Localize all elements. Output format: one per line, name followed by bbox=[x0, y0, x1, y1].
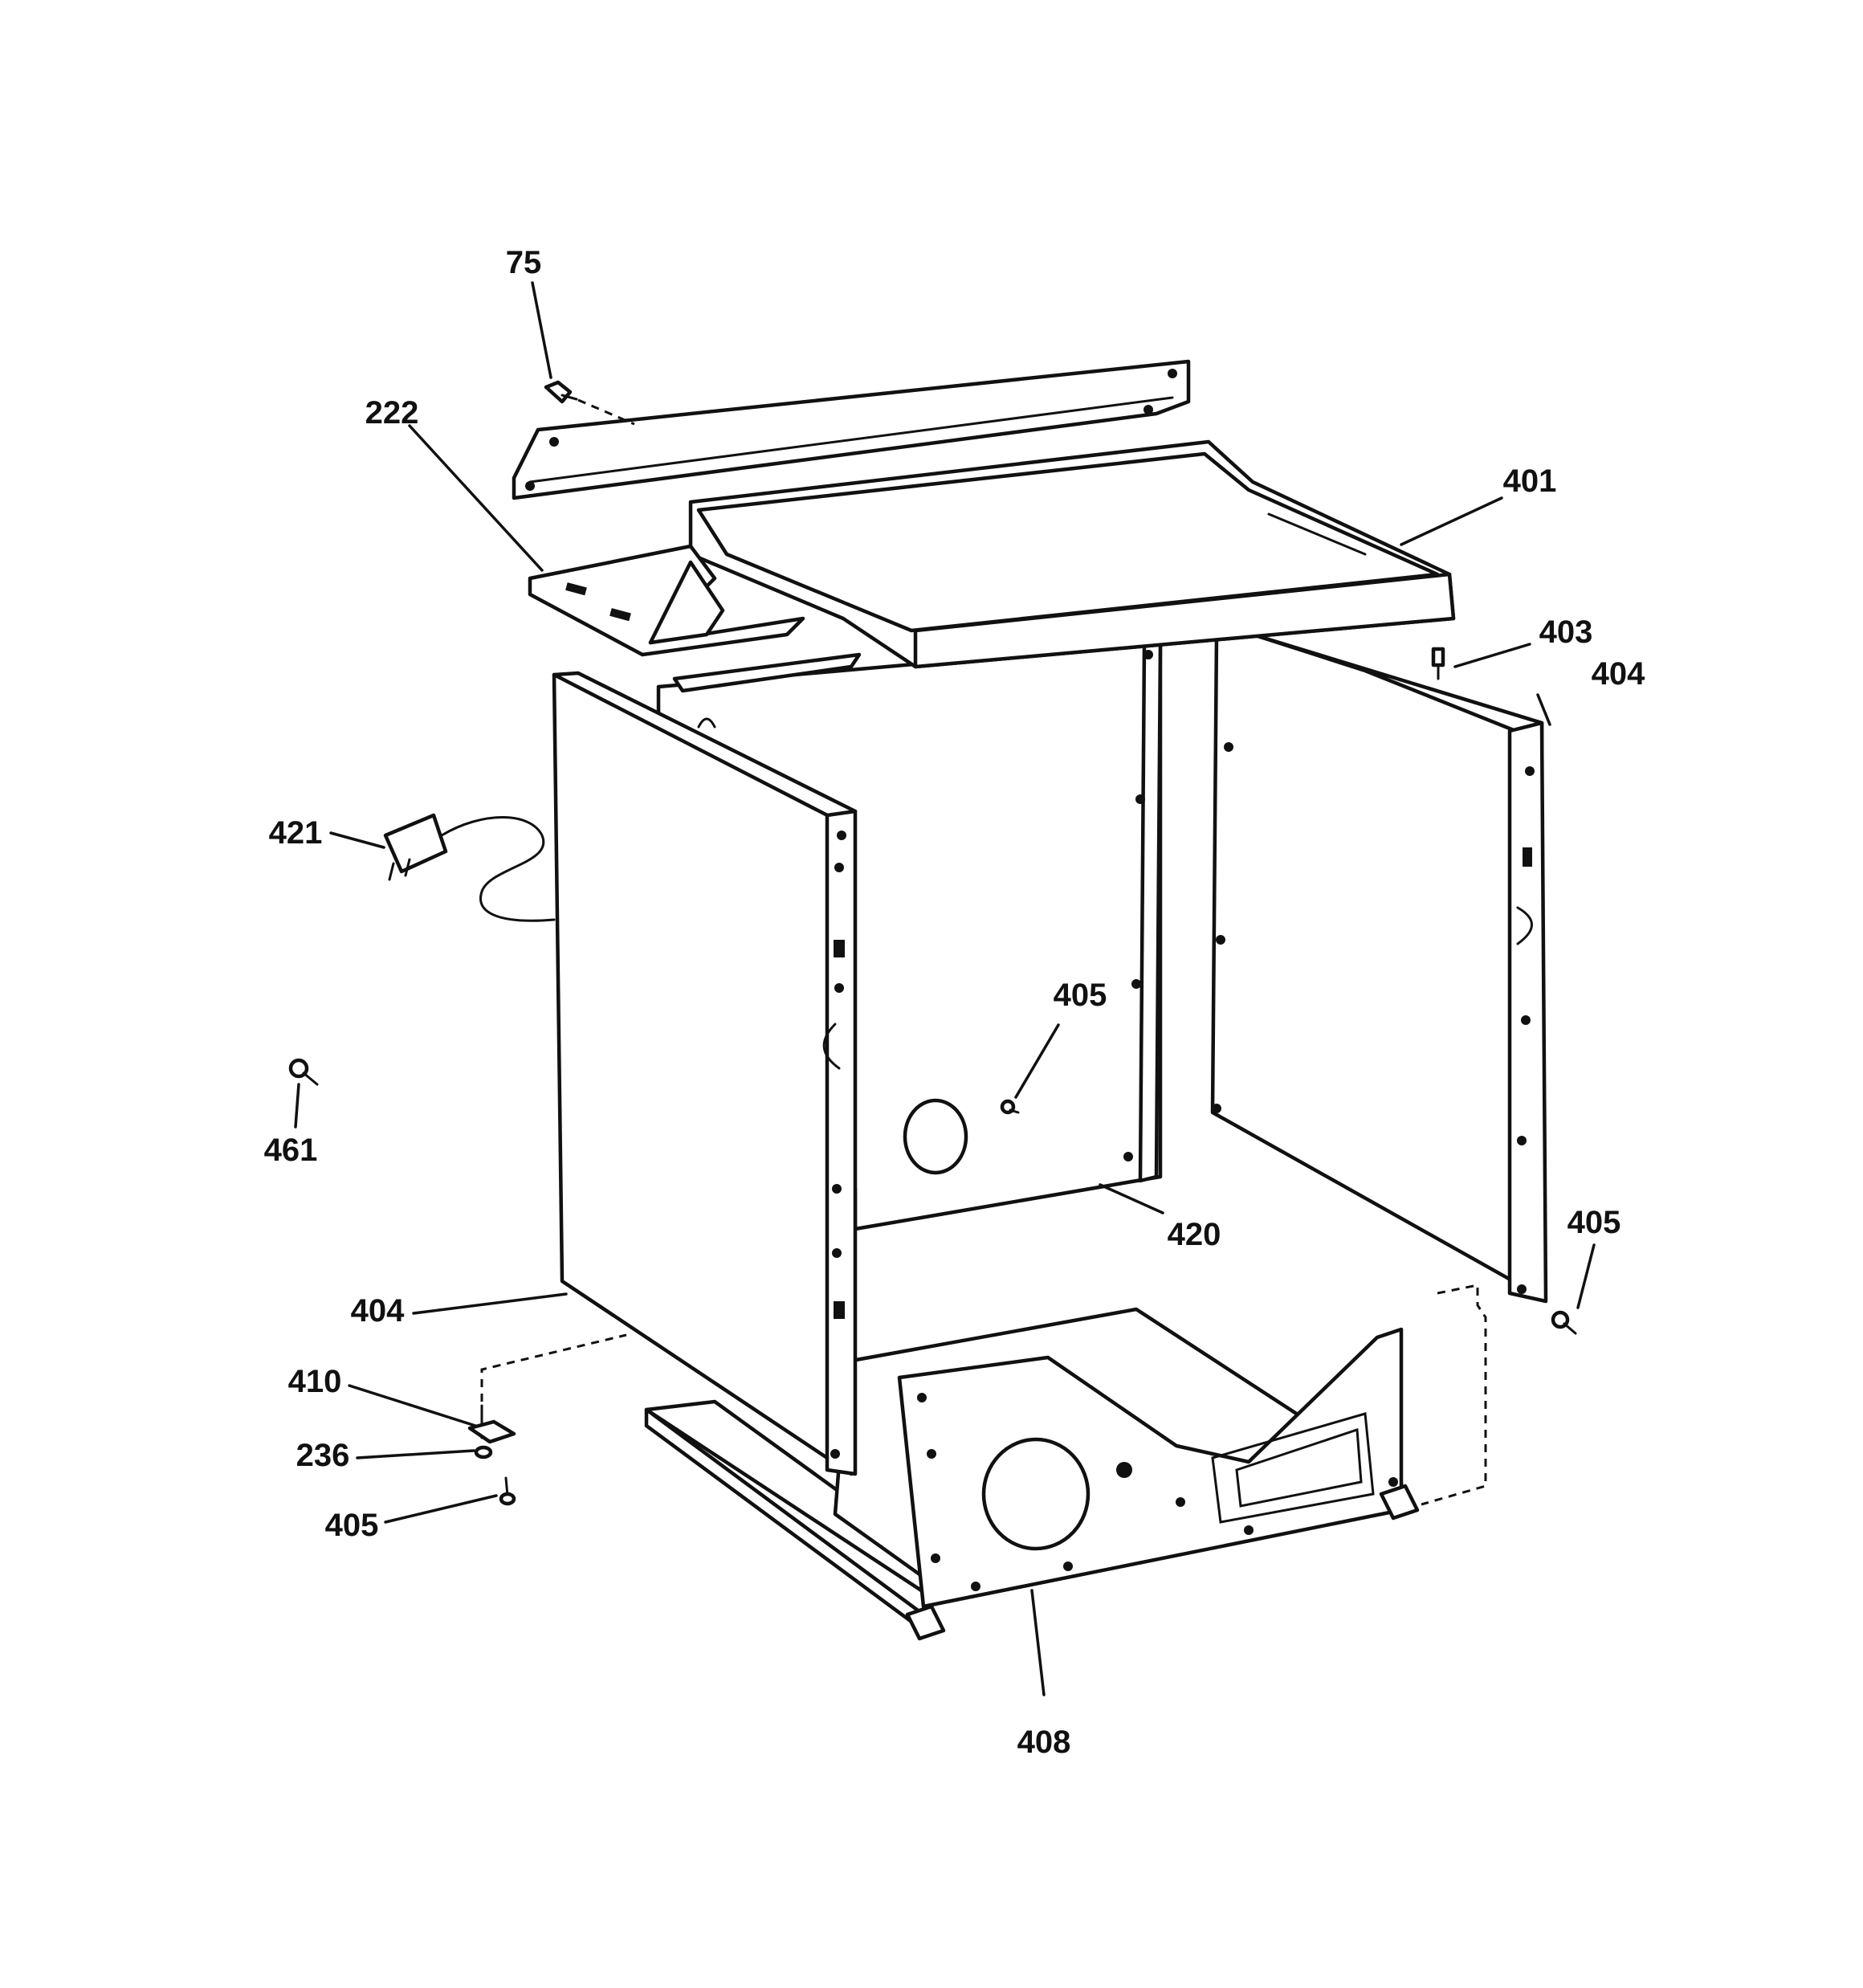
callout-405-left: 405 bbox=[325, 1508, 379, 1543]
dashed-line-right-leg bbox=[1421, 1284, 1487, 1506]
callout-408: 408 bbox=[1017, 1725, 1071, 1760]
callout-461: 461 bbox=[264, 1133, 318, 1168]
dashed-line-75 bbox=[577, 398, 635, 426]
leader-lines bbox=[294, 281, 1596, 1696]
callout-403: 403 bbox=[1539, 614, 1593, 650]
callout-405-center: 405 bbox=[1054, 978, 1107, 1013]
washer-236 bbox=[474, 1445, 493, 1459]
power-cord-421 bbox=[383, 813, 556, 922]
callout-222: 222 bbox=[365, 395, 419, 431]
leveling-leg-410 bbox=[467, 1404, 516, 1444]
top-panel-401 bbox=[688, 439, 1456, 669]
top-rear-strip bbox=[512, 359, 1191, 500]
right-side-panel-404 bbox=[1210, 632, 1548, 1304]
screw-405-right bbox=[1551, 1310, 1577, 1335]
screw-461 bbox=[288, 1058, 319, 1086]
callout-404-right: 404 bbox=[1592, 656, 1645, 692]
callout-404-left: 404 bbox=[351, 1293, 405, 1329]
callout-75: 75 bbox=[506, 245, 542, 280]
screw-405-center bbox=[1000, 1099, 1020, 1115]
callout-421: 421 bbox=[269, 815, 323, 851]
screw-75 bbox=[544, 380, 578, 404]
base-frame-408 bbox=[644, 1307, 1420, 1641]
callout-420: 420 bbox=[1168, 1217, 1221, 1252]
left-side-panel-404 bbox=[552, 671, 858, 1476]
screw-403 bbox=[1431, 647, 1445, 680]
callout-405-right: 405 bbox=[1567, 1205, 1621, 1240]
callout-401: 401 bbox=[1503, 463, 1557, 499]
callout-410: 410 bbox=[288, 1364, 342, 1399]
callout-236: 236 bbox=[296, 1438, 350, 1473]
dashed-line-left-leg bbox=[480, 1333, 627, 1402]
bracket-222 bbox=[528, 544, 805, 657]
screw-405-left bbox=[499, 1476, 516, 1506]
